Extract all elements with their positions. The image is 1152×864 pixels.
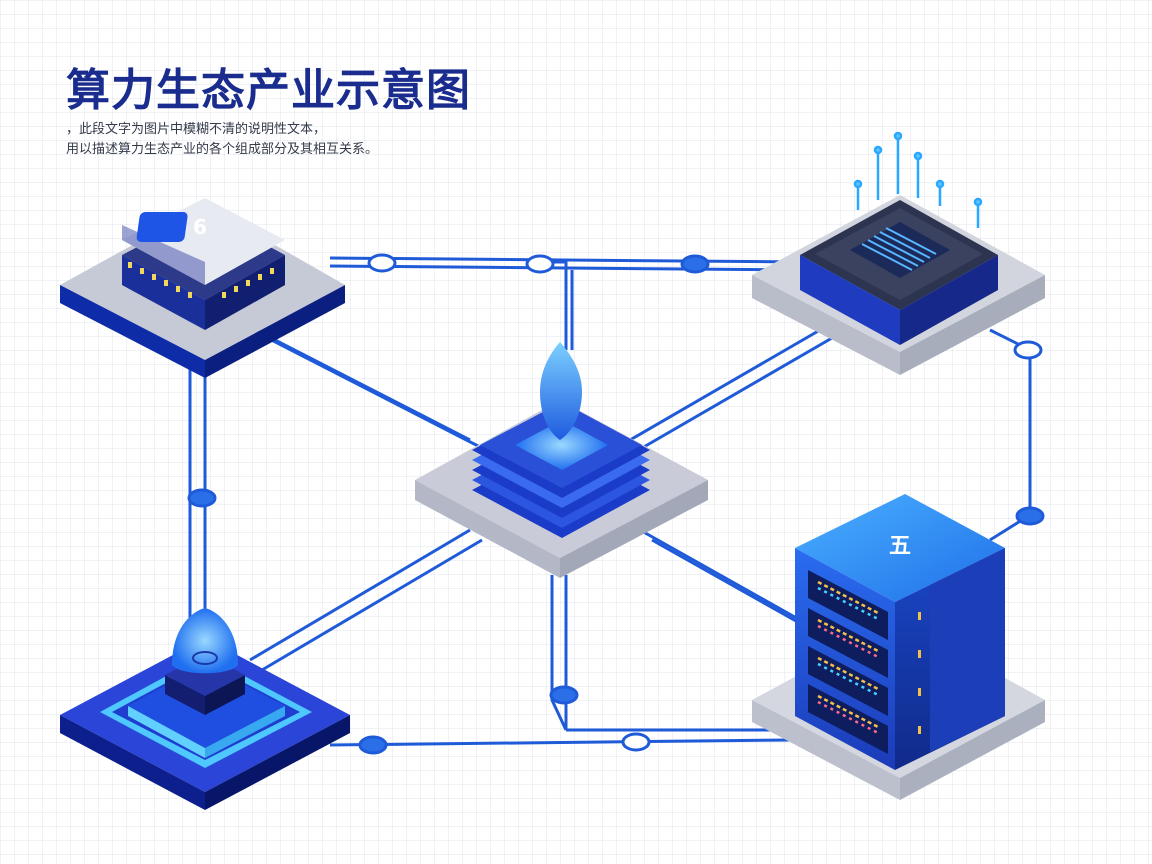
chip-badge-label: 6 (193, 215, 207, 239)
chip-badge (136, 212, 188, 242)
beacon-icon (172, 608, 238, 674)
connector-dot (1015, 506, 1045, 526)
chip-pins (128, 262, 274, 298)
status-leds (817, 580, 881, 736)
central-hub (415, 342, 708, 578)
hub-stack (472, 402, 650, 538)
side-indicators (918, 612, 921, 734)
connector-dot (358, 735, 388, 755)
rack-logo: 五 (889, 534, 911, 559)
connector-dot (549, 685, 579, 705)
connector-dot (680, 254, 710, 274)
connector-dot (1013, 340, 1043, 360)
server-rack: 五 (752, 494, 1045, 800)
connector-dot (621, 732, 651, 752)
hub-beacon-icon (540, 342, 582, 440)
connector-dots (187, 253, 1045, 755)
processor-board (752, 131, 1045, 375)
subtitle-line-1: ，此段文字为图片中模糊不清的说明性文本， (66, 122, 327, 137)
connector-dot (525, 254, 555, 274)
drive-bays (808, 570, 888, 754)
connector-dot (367, 253, 397, 273)
connector-dot (187, 488, 217, 508)
page-title: 算力生态产业示意图 (66, 65, 471, 116)
subtitle-line-2: 用以描述算力生态产业的各个组成部分及其相互关系。 (66, 142, 379, 157)
screen-lines (861, 227, 937, 271)
edge-device (60, 608, 350, 810)
chip-module: 6 (60, 198, 345, 378)
antenna-icon (853, 131, 983, 228)
subtitle: ，此段文字为图片中模糊不清的说明性文本， 用以描述算力生态产业的各个组成部分及其… (66, 120, 546, 160)
